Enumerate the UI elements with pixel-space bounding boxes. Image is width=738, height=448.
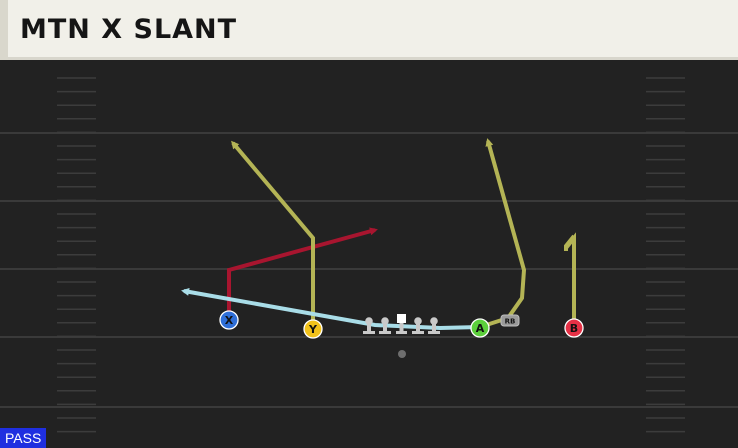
lineman-base [412, 331, 424, 334]
players: X Y A B RB [219, 310, 584, 339]
center-body [399, 323, 404, 331]
center-marker [397, 314, 406, 323]
player-label: Y [308, 323, 318, 336]
routes [181, 138, 576, 331]
route-b-hook [564, 234, 576, 251]
play-type-badge: PASS [0, 428, 47, 448]
route-a [479, 138, 527, 329]
offensive-line [363, 314, 440, 358]
player-circle [303, 319, 323, 339]
route-x [227, 227, 378, 318]
title-accent [0, 0, 8, 60]
center-base [396, 331, 407, 334]
route-rb [181, 287, 481, 331]
player-y: Y [303, 319, 323, 339]
quarterback-dot [398, 350, 406, 358]
player-rb: RB [500, 314, 520, 327]
lineman-body [367, 321, 371, 331]
player-a: A [470, 318, 490, 338]
route-y [231, 140, 315, 327]
yard-lines [0, 132, 738, 408]
player-label: A [476, 322, 485, 335]
player-b: B [564, 318, 584, 338]
player-circle [219, 310, 239, 330]
lineman-body [383, 321, 387, 331]
title-bar: MTN X SLANT [0, 0, 738, 60]
player-circle [564, 318, 584, 338]
lineman-base [428, 331, 440, 334]
player-label: B [570, 322, 578, 335]
play-title: MTN X SLANT [20, 14, 238, 45]
hash-marks [57, 77, 685, 433]
player-circle [470, 318, 490, 338]
lineman-base [363, 331, 375, 334]
lineman-body [432, 321, 436, 331]
lineman-base [379, 331, 391, 334]
player-label: RB [505, 318, 516, 326]
player-x: X [219, 310, 239, 330]
player-badge [500, 314, 520, 327]
lineman-body [416, 321, 420, 331]
player-label: X [225, 314, 234, 327]
